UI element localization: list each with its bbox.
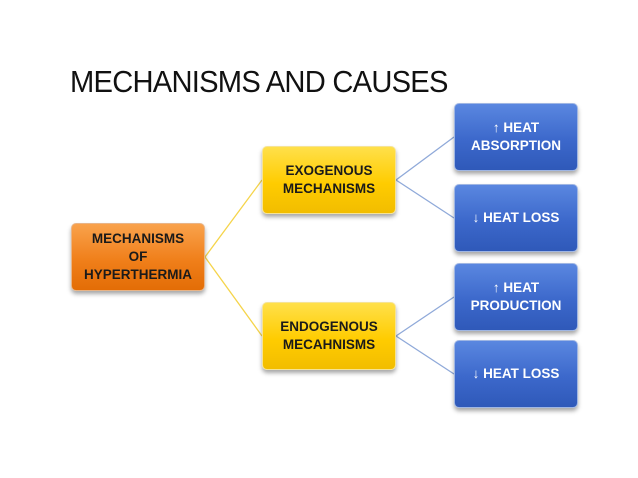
node-heat-loss-exogenous: ↓ HEAT LOSS	[454, 184, 578, 252]
node-label: ↓ HEAT LOSS	[472, 210, 560, 225]
node-heat-absorption: ↑ HEAT ABSORPTION	[454, 103, 578, 171]
connector-exogenous-heat-absorption	[395, 136, 455, 181]
node-label: ↑ HEAT PRODUCTION	[470, 280, 562, 313]
node-endogenous-mechanisms: ENDOGENOUS MECAHNISMS	[262, 302, 396, 370]
node-label: ENDOGENOUS MECAHNISMS	[280, 319, 378, 352]
connector-exogenous-heat-loss	[395, 179, 455, 219]
node-exogenous-mechanisms: EXOGENOUS MECHANISMS	[262, 146, 396, 214]
node-label: EXOGENOUS MECHANISMS	[282, 163, 376, 196]
node-label: ↓ HEAT LOSS	[472, 366, 560, 381]
connector-root-exogenous	[204, 179, 263, 258]
node-heat-loss-endogenous: ↓ HEAT LOSS	[454, 340, 578, 408]
connector-root-endogenous	[204, 256, 263, 337]
node-label: MECHANISMS OF HYPERTHERMIA	[83, 231, 192, 282]
slide-title: MECHANISMS AND CAUSES	[70, 64, 448, 99]
connector-endogenous-heat-loss	[395, 335, 455, 375]
node-heat-production: ↑ HEAT PRODUCTION	[454, 263, 578, 331]
node-label: ↑ HEAT ABSORPTION	[470, 120, 561, 153]
node-mechanisms-of-hyperthermia: MECHANISMS OF HYPERTHERMIA	[71, 223, 205, 291]
connector-endogenous-heat-production	[395, 296, 455, 337]
